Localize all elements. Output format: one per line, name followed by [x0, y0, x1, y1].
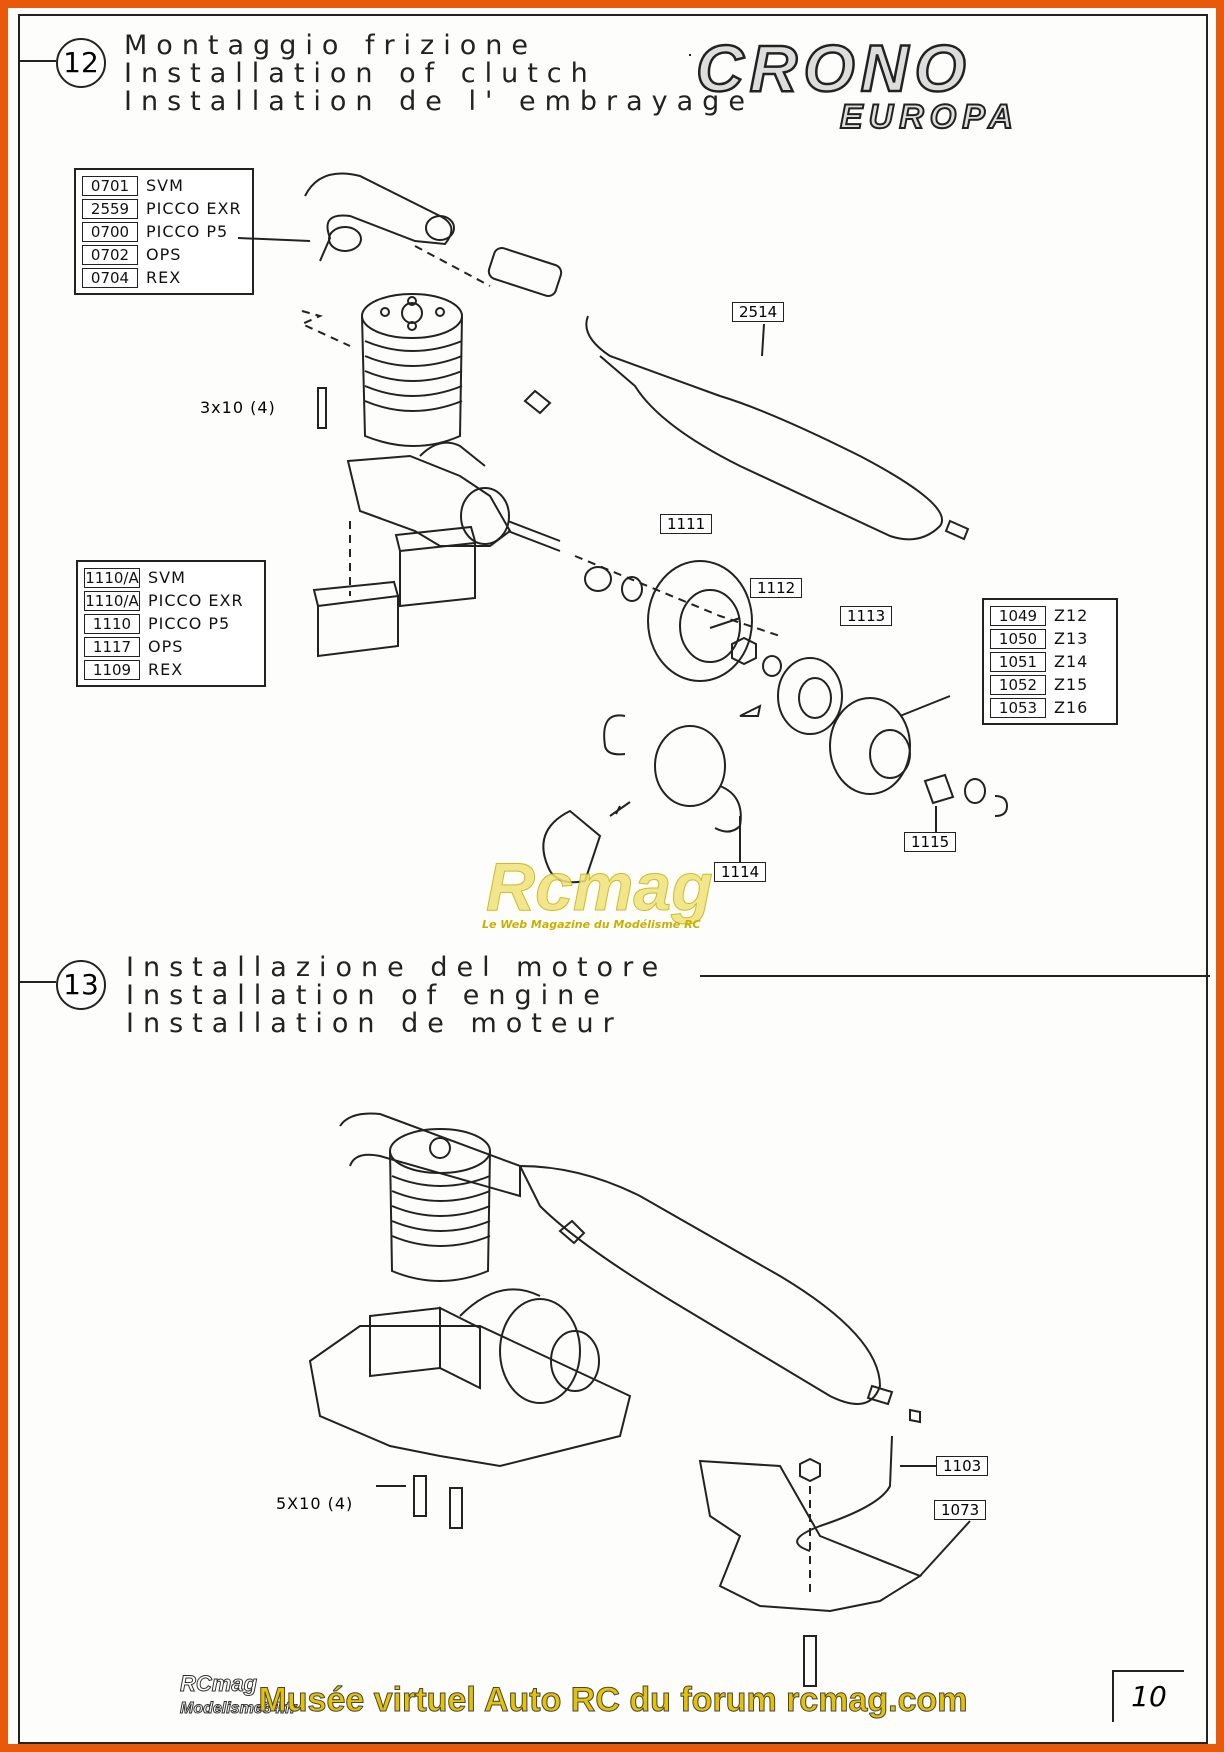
bolt-3x10 [317, 387, 327, 429]
screw-5x10-b [449, 1487, 463, 1529]
clutch-shoe [654, 725, 726, 807]
step-13-title-fr: Installation de moteur [126, 1008, 623, 1039]
sub-chassis-plate [698, 1459, 923, 1613]
needle-bearing [923, 773, 955, 805]
step-13-title-en: Installation of engine [126, 980, 609, 1011]
engine-code: 2559 [82, 198, 138, 219]
mount-list: 1110/A SVM 1110/A PICCO EXR 1110 PICCO P5 1… [76, 560, 266, 687]
engine-code: 0701 [82, 175, 138, 196]
engine-mount-left [312, 580, 399, 658]
part-tag-1103: 1103 [936, 1456, 989, 1476]
engine-row: 0702 OPS [82, 243, 246, 266]
footer-rcmag-text: RCmag [179, 1671, 258, 1696]
mount-code: 1110/A [84, 590, 140, 611]
mount-code: 1110/A [84, 567, 140, 588]
engine-row: 0704 REX [82, 266, 246, 289]
screw-note-3x10: 3x10 (4) [200, 398, 276, 417]
mount-row: 1110/A PICCO EXR [84, 589, 258, 612]
mount-code: 1109 [84, 659, 140, 680]
mount-name: SVM [148, 568, 186, 587]
watermark-rcmag: Rcmag [486, 849, 714, 926]
engine-name: SVM [146, 176, 184, 195]
pinion-name: Z16 [1054, 698, 1089, 717]
step-12-title-fr: Installation de l' embrayage [124, 86, 754, 117]
mount-row: 1110 PICCO P5 [84, 612, 258, 635]
clutch-bell [829, 697, 911, 795]
engine-name: OPS [146, 245, 182, 264]
page-number: 10 [1112, 1670, 1184, 1722]
manifold-installed [339, 1112, 521, 1198]
flywheel-nut [731, 636, 757, 666]
mount-row: 1109 REX [84, 658, 258, 681]
pinion-name: Z13 [1054, 629, 1089, 648]
step-12-number: 12 [56, 38, 106, 88]
pinion-row: 1052 Z15 [990, 673, 1110, 696]
part-tag-1113: 1113 [840, 606, 893, 626]
exhaust-manifold [304, 172, 453, 262]
engine-code: 0702 [82, 244, 138, 265]
step-13-title-it: Installazione del motore [126, 952, 668, 983]
mount-name: PICCO P5 [148, 614, 231, 633]
part-tag-1114: 1114 [714, 862, 767, 882]
mount-row: 1117 OPS [84, 635, 258, 658]
engine-row: 0700 PICCO P5 [82, 220, 246, 243]
mount-name: REX [148, 660, 184, 679]
screw-5x10-a [413, 1475, 427, 1517]
engine-row: 2559 PICCO EXR [82, 197, 246, 220]
chassis-plate [308, 1325, 632, 1468]
step-12-title-en: Installation of clutch [124, 58, 597, 89]
pinion-row: 1053 Z16 [990, 696, 1110, 719]
watermark-subtitle: Le Web Magazine du Modélisme RC [482, 918, 701, 931]
mount-name: PICCO EXR [148, 591, 244, 610]
pinion-code: 1049 [990, 605, 1046, 626]
brand-logo-crono: CRONO [695, 30, 972, 107]
mount-code: 1117 [84, 636, 140, 657]
pinion-name: Z14 [1054, 652, 1089, 671]
pinion-name: Z15 [1054, 675, 1089, 694]
step-13-number: 13 [56, 960, 106, 1010]
engine-code: 0700 [82, 221, 138, 242]
engine-list: 0701 SVM 2559 PICCO EXR 0700 PICCO P5 0702 O… [74, 168, 254, 295]
engine-row: 0701 SVM [82, 174, 246, 197]
pinion-list: 1049 Z12 1050 Z13 1051 Z14 1052 Z15 1053 Z16 [982, 598, 1118, 725]
mount-row: 1110/A SVM [84, 566, 258, 589]
pinion-code: 1050 [990, 628, 1046, 649]
engine-mount-right [394, 525, 476, 608]
step-12-title-it: Montaggio frizione [124, 30, 537, 61]
engine-name: PICCO P5 [146, 222, 229, 241]
part-tag-2514: 2514 [732, 302, 785, 322]
part-tag-1115: 1115 [904, 832, 957, 852]
pinion-name: Z12 [1054, 606, 1089, 625]
part-tag-1112: 1112 [750, 578, 803, 598]
mount-code: 1110 [84, 613, 140, 634]
brand-logo-europa: EUROPA [839, 97, 1019, 137]
pinion-code: 1052 [990, 674, 1046, 695]
screw-note-5x10: 5X10 (4) [276, 1494, 354, 1513]
tuned-pipe [585, 315, 943, 541]
clutch-bearing [777, 657, 843, 735]
pinion-row: 1050 Z13 [990, 627, 1110, 650]
mount-name: OPS [148, 637, 184, 656]
pinion-code: 1051 [990, 651, 1046, 672]
document-border: 12 Montaggio frizione Installation of cl… [18, 14, 1210, 1744]
engine-name: REX [146, 268, 182, 287]
part-tag-1111: 1111 [660, 514, 713, 534]
engine-name: PICCO EXR [146, 199, 242, 218]
tuned-pipe-installed [518, 1164, 882, 1405]
pinion-row: 1049 Z12 [990, 604, 1110, 627]
footer-banner: Musée virtuel Auto RC du forum rcmag.com [258, 1681, 968, 1720]
footer-modelisme-text: Modelisme34.fr [179, 1700, 297, 1718]
pinion-row: 1051 Z14 [990, 650, 1110, 673]
pinion-code: 1053 [990, 697, 1046, 718]
step-12-rule-left [20, 60, 56, 62]
throttle-rod [796, 1435, 893, 1552]
part-tag-1073: 1073 [934, 1500, 987, 1520]
engine-code: 0704 [82, 267, 138, 288]
mount-block [369, 1306, 481, 1390]
flywheel [647, 560, 753, 682]
